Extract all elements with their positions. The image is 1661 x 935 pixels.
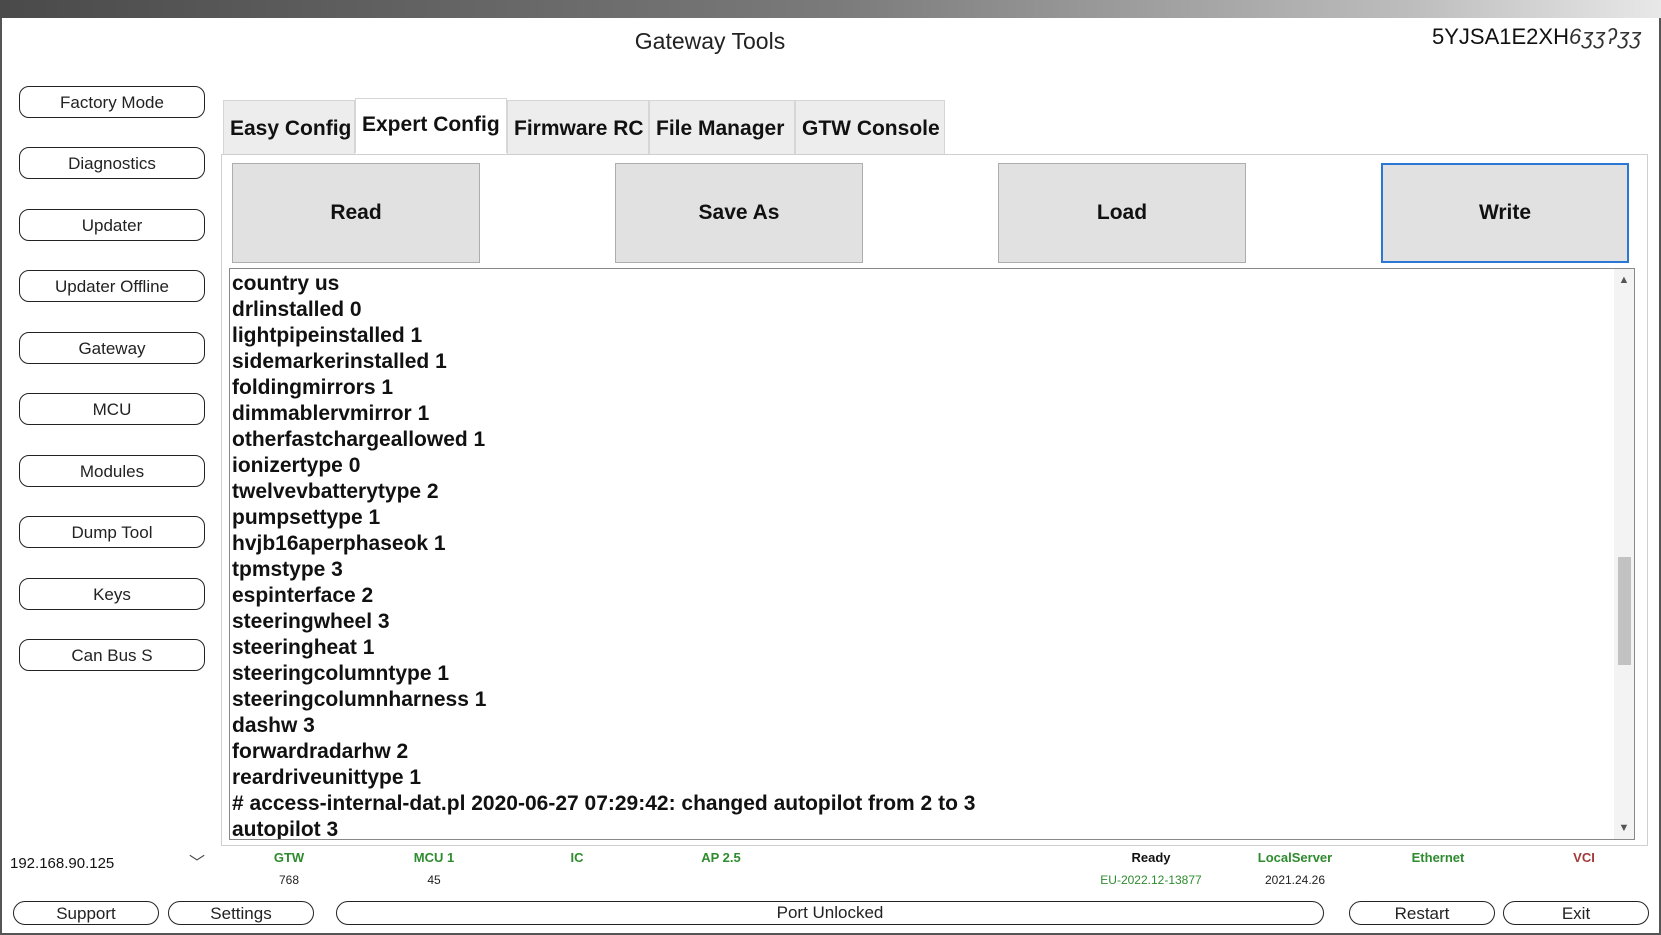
config-line: pumpsettype 1: [232, 506, 381, 529]
config-line: # access-internal-dat.pl 2020-06-27 07:2…: [232, 792, 976, 815]
config-line: steeringcolumntype 1: [232, 662, 450, 685]
status-vci-label: VCI: [1573, 850, 1595, 865]
exit-button[interactable]: Exit: [1503, 901, 1649, 925]
scroll-up-icon[interactable]: ▲: [1618, 274, 1630, 286]
status-mcu-value: 45: [427, 873, 441, 887]
status-gtw-label: GTW: [273, 850, 305, 865]
sidebar-button-gateway[interactable]: Gateway: [19, 332, 205, 364]
status-gtw-value: 768: [278, 873, 300, 887]
status-localserver-label: LocalServer: [1257, 850, 1333, 865]
sidebar-button-mcu[interactable]: MCU: [19, 393, 205, 425]
config-line: espinterface 2: [232, 584, 374, 607]
status-mcu-label: MCU 1: [413, 850, 455, 865]
vin-masked: 6ʒʒʔʒʒ: [1568, 24, 1643, 49]
config-line: steeringcolumnharness 1: [232, 688, 487, 711]
tab-gtw-console[interactable]: GTW Console: [795, 100, 945, 155]
status-ethernet-label: Ethernet: [1411, 850, 1465, 865]
config-line: otherfastchargeallowed 1: [232, 428, 486, 451]
tab-easy-config[interactable]: Easy Config: [223, 100, 355, 155]
tab-expert-config[interactable]: Expert Config: [355, 98, 507, 153]
config-line: sidemarkerinstalled 1: [232, 350, 447, 373]
config-line: twelvevbatterytype 2: [232, 480, 439, 503]
tab-firmware-rc[interactable]: Firmware RC: [507, 100, 649, 155]
config-line: dashw 3: [232, 714, 315, 737]
config-line: drlinstalled 0: [232, 298, 362, 321]
scrollbar-thumb[interactable]: [1618, 557, 1631, 665]
config-line: steeringheat 1: [232, 636, 375, 659]
sidebar-button-factory-mode[interactable]: Factory Mode: [19, 86, 205, 118]
save-as-button[interactable]: Save As: [615, 163, 863, 263]
config-line: tpmstype 3: [232, 558, 343, 581]
config-line: ionizertype 0: [232, 454, 361, 477]
window-titlebar: [0, 0, 1661, 18]
chevron-down-icon[interactable]: ﹀: [188, 855, 205, 872]
config-line: autopilot 3: [232, 818, 339, 840]
sidebar-button-modules[interactable]: Modules: [19, 455, 205, 487]
sidebar-button-diagnostics[interactable]: Diagnostics: [19, 147, 205, 179]
sidebar-button-can-bus-s[interactable]: Can Bus S: [19, 639, 205, 671]
app-title: Gateway Tools: [634, 28, 786, 54]
ip-address-value: 192.168.90.125: [10, 855, 115, 872]
config-line: steeringwheel 3: [232, 610, 390, 633]
vin-prefix: 5YJSA1E2XH: [1432, 24, 1569, 49]
status-ready-value: EU-2022.12-13877: [1100, 873, 1202, 887]
editor-scrollbar[interactable]: ▲ ▼: [1614, 269, 1634, 839]
status-ready-label: Ready: [1131, 850, 1171, 865]
config-text-editor[interactable]: country us drlinstalled 0 lightpipeinsta…: [229, 268, 1635, 840]
load-button[interactable]: Load: [998, 163, 1246, 263]
restart-button[interactable]: Restart: [1349, 901, 1495, 925]
window-frame: [0, 18, 1661, 935]
sidebar-button-keys[interactable]: Keys: [19, 578, 205, 610]
config-line: reardriveunittype 1: [232, 766, 422, 789]
settings-button[interactable]: Settings: [168, 901, 314, 925]
status-ap-label: AP 2.5: [701, 850, 741, 865]
read-button[interactable]: Read: [232, 163, 480, 263]
port-status-bar: Port Unlocked: [336, 901, 1324, 925]
config-lines[interactable]: country us drlinstalled 0 lightpipeinsta…: [232, 271, 1602, 840]
vin-label: 5YJSA1E2XH6ʒʒʔʒʒ: [1432, 24, 1642, 50]
config-line: dimmablervmirror 1: [232, 402, 430, 425]
sidebar-button-updater-offline[interactable]: Updater Offline: [19, 270, 205, 302]
config-line: hvjb16aperphaseok 1: [232, 532, 446, 555]
support-button[interactable]: Support: [13, 901, 159, 925]
sidebar-button-updater[interactable]: Updater: [19, 209, 205, 241]
config-line: lightpipeinstalled 1: [232, 324, 423, 347]
scroll-down-icon[interactable]: ▼: [1618, 822, 1630, 834]
status-ic-label: IC: [570, 850, 584, 865]
tab-file-manager[interactable]: File Manager: [649, 100, 795, 155]
config-line: foldingmirrors 1: [232, 376, 394, 399]
config-line: forwardradarhw 2: [232, 740, 409, 763]
sidebar-button-dump-tool[interactable]: Dump Tool: [19, 516, 205, 548]
write-button[interactable]: Write: [1381, 163, 1629, 263]
status-localserver-value: 2021.24.26: [1264, 873, 1326, 887]
ip-address-select[interactable]: 192.168.90.125 ﹀: [8, 848, 213, 880]
config-line: country us: [232, 272, 340, 295]
